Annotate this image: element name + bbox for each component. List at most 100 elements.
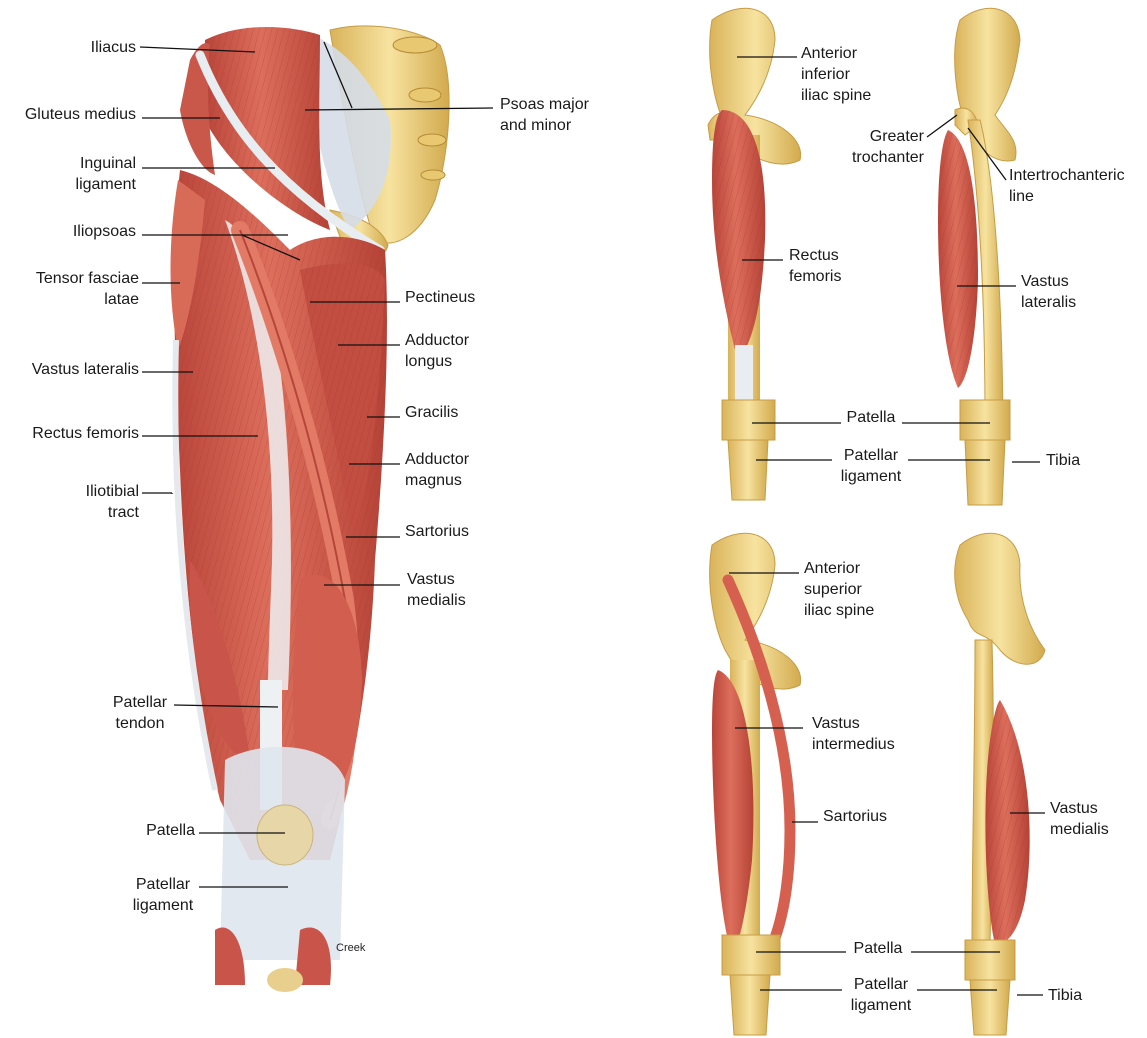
label-text: Pectineus [405, 287, 475, 308]
label-patellar-ligament-top: Patellar ligament [832, 445, 910, 487]
label-text: Vastus [812, 713, 895, 734]
label-text: Vastus [407, 569, 466, 590]
label-text: iliac spine [801, 85, 871, 106]
knee-3 [722, 935, 780, 975]
label-text: Patellar [126, 874, 200, 895]
label-iliotibial-tract: Iliotibial tract [86, 481, 139, 523]
label-rectus-femoris-small: Rectus femoris [789, 245, 841, 287]
label-text: magnus [405, 470, 469, 491]
label-gluteus-medius: Gluteus medius [25, 104, 136, 125]
label-text: Anterior [804, 558, 874, 579]
label-text: ligament [842, 995, 920, 1016]
label-text: Rectus femoris [32, 423, 139, 444]
label-text: Patellar [106, 692, 174, 713]
top-view-vastus-lateralis [938, 8, 1020, 505]
label-patellar-tendon: Patellar tendon [106, 692, 174, 734]
label-text: Vastus [1050, 798, 1109, 819]
label-text: Patella [846, 938, 910, 959]
top-view-rectus-femoris [708, 8, 801, 500]
label-text: superior [804, 579, 874, 600]
label-iliacus: Iliacus [91, 37, 136, 58]
label-vastus-lateralis: Vastus lateralis [32, 359, 139, 380]
label-anterior-inferior-iliac-spine: Anterior inferior iliac spine [801, 43, 871, 106]
label-text: Iliopsoas [73, 221, 136, 242]
label-text: inferior [801, 64, 871, 85]
label-patella-top: Patella [840, 407, 902, 428]
label-text: Intertrochanteric [1009, 165, 1125, 186]
label-patellar-ligament: Patellar ligament [126, 874, 200, 916]
label-patella-bottom: Patella [846, 938, 910, 959]
knee-4 [965, 940, 1015, 980]
label-text: Sartorius [405, 521, 469, 542]
label-text: latae [36, 289, 139, 310]
label-text: and minor [500, 115, 589, 136]
label-text: Adductor [405, 449, 469, 470]
label-intertrochanteric-line: Intertrochanteric line [1009, 165, 1125, 207]
label-text: medialis [1050, 819, 1109, 840]
label-text: Adductor [405, 330, 469, 351]
patella-bone [257, 805, 313, 865]
label-vastus-medialis-small: Vastus medialis [1050, 798, 1109, 840]
label-text: longus [405, 351, 469, 372]
label-pectineus: Pectineus [405, 287, 475, 308]
label-text: ligament [126, 895, 200, 916]
label-text: Patella [146, 820, 195, 841]
label-text: Greater [852, 126, 924, 147]
label-vastus-lateralis-small: Vastus lateralis [1021, 271, 1076, 313]
label-rectus-femoris: Rectus femoris [32, 423, 139, 444]
label-text: Iliotibial [86, 481, 139, 502]
label-text: intermedius [812, 734, 895, 755]
label-patella: Patella [146, 820, 195, 841]
label-vastus-medialis: Vastus medialis [407, 569, 466, 611]
bottom-view-vastus-medialis [955, 533, 1045, 1035]
label-text: iliac spine [804, 600, 874, 621]
label-text: femoris [789, 266, 841, 287]
label-text: lateralis [1021, 292, 1076, 313]
label-text: Vastus [1021, 271, 1076, 292]
knee-2 [960, 400, 1010, 440]
label-sartorius: Sartorius [405, 521, 469, 542]
label-text: Iliacus [91, 37, 136, 58]
label-greater-trochanter: Greater trochanter [852, 126, 924, 168]
artist-signature: Creek [336, 942, 365, 954]
label-vastus-intermedius: Vastus intermedius [812, 713, 895, 755]
label-inguinal-ligament: Inguinal ligament [76, 153, 136, 195]
label-text: Rectus [789, 245, 841, 266]
label-text: Patellar [832, 445, 910, 466]
label-text: Anterior [801, 43, 871, 64]
label-text: ligament [76, 174, 136, 195]
hip-bone-4 [955, 533, 1045, 664]
label-text: tract [86, 502, 139, 523]
label-anterior-superior-iliac-spine: Anterior superior iliac spine [804, 558, 874, 621]
label-adductor-magnus: Adductor magnus [405, 449, 469, 491]
label-iliopsoas: Iliopsoas [73, 221, 136, 242]
label-patellar-ligament-bottom: Patellar ligament [842, 974, 920, 1016]
label-text: line [1009, 186, 1125, 207]
label-text: medialis [407, 590, 466, 611]
label-text: Inguinal [76, 153, 136, 174]
label-gracilis: Gracilis [405, 402, 458, 423]
label-text: Patella [840, 407, 902, 428]
label-text: Gluteus medius [25, 104, 136, 125]
label-psoas-major-minor: Psoas major and minor [500, 94, 589, 136]
main-thigh-figure [171, 26, 450, 992]
label-text: Gracilis [405, 402, 458, 423]
label-text: ligament [832, 466, 910, 487]
knee-1 [722, 400, 775, 440]
label-adductor-longus: Adductor longus [405, 330, 469, 372]
bottom-view-intermedius-sartorius [710, 533, 801, 1035]
label-tibia-top: Tibia [1046, 450, 1080, 471]
label-text: Psoas major [500, 94, 589, 115]
label-text: Sartorius [823, 806, 887, 827]
hip-bone-2 [955, 8, 1020, 161]
label-text: Tibia [1048, 985, 1082, 1006]
label-tensor-fasciae-latae: Tensor fasciae latae [36, 268, 139, 310]
label-text: Tibia [1046, 450, 1080, 471]
label-text: Patellar [842, 974, 920, 995]
label-sartorius-small: Sartorius [823, 806, 887, 827]
label-text: Vastus lateralis [32, 359, 139, 380]
label-text: trochanter [852, 147, 924, 168]
label-text: tendon [106, 713, 174, 734]
label-tibia-bottom: Tibia [1048, 985, 1082, 1006]
